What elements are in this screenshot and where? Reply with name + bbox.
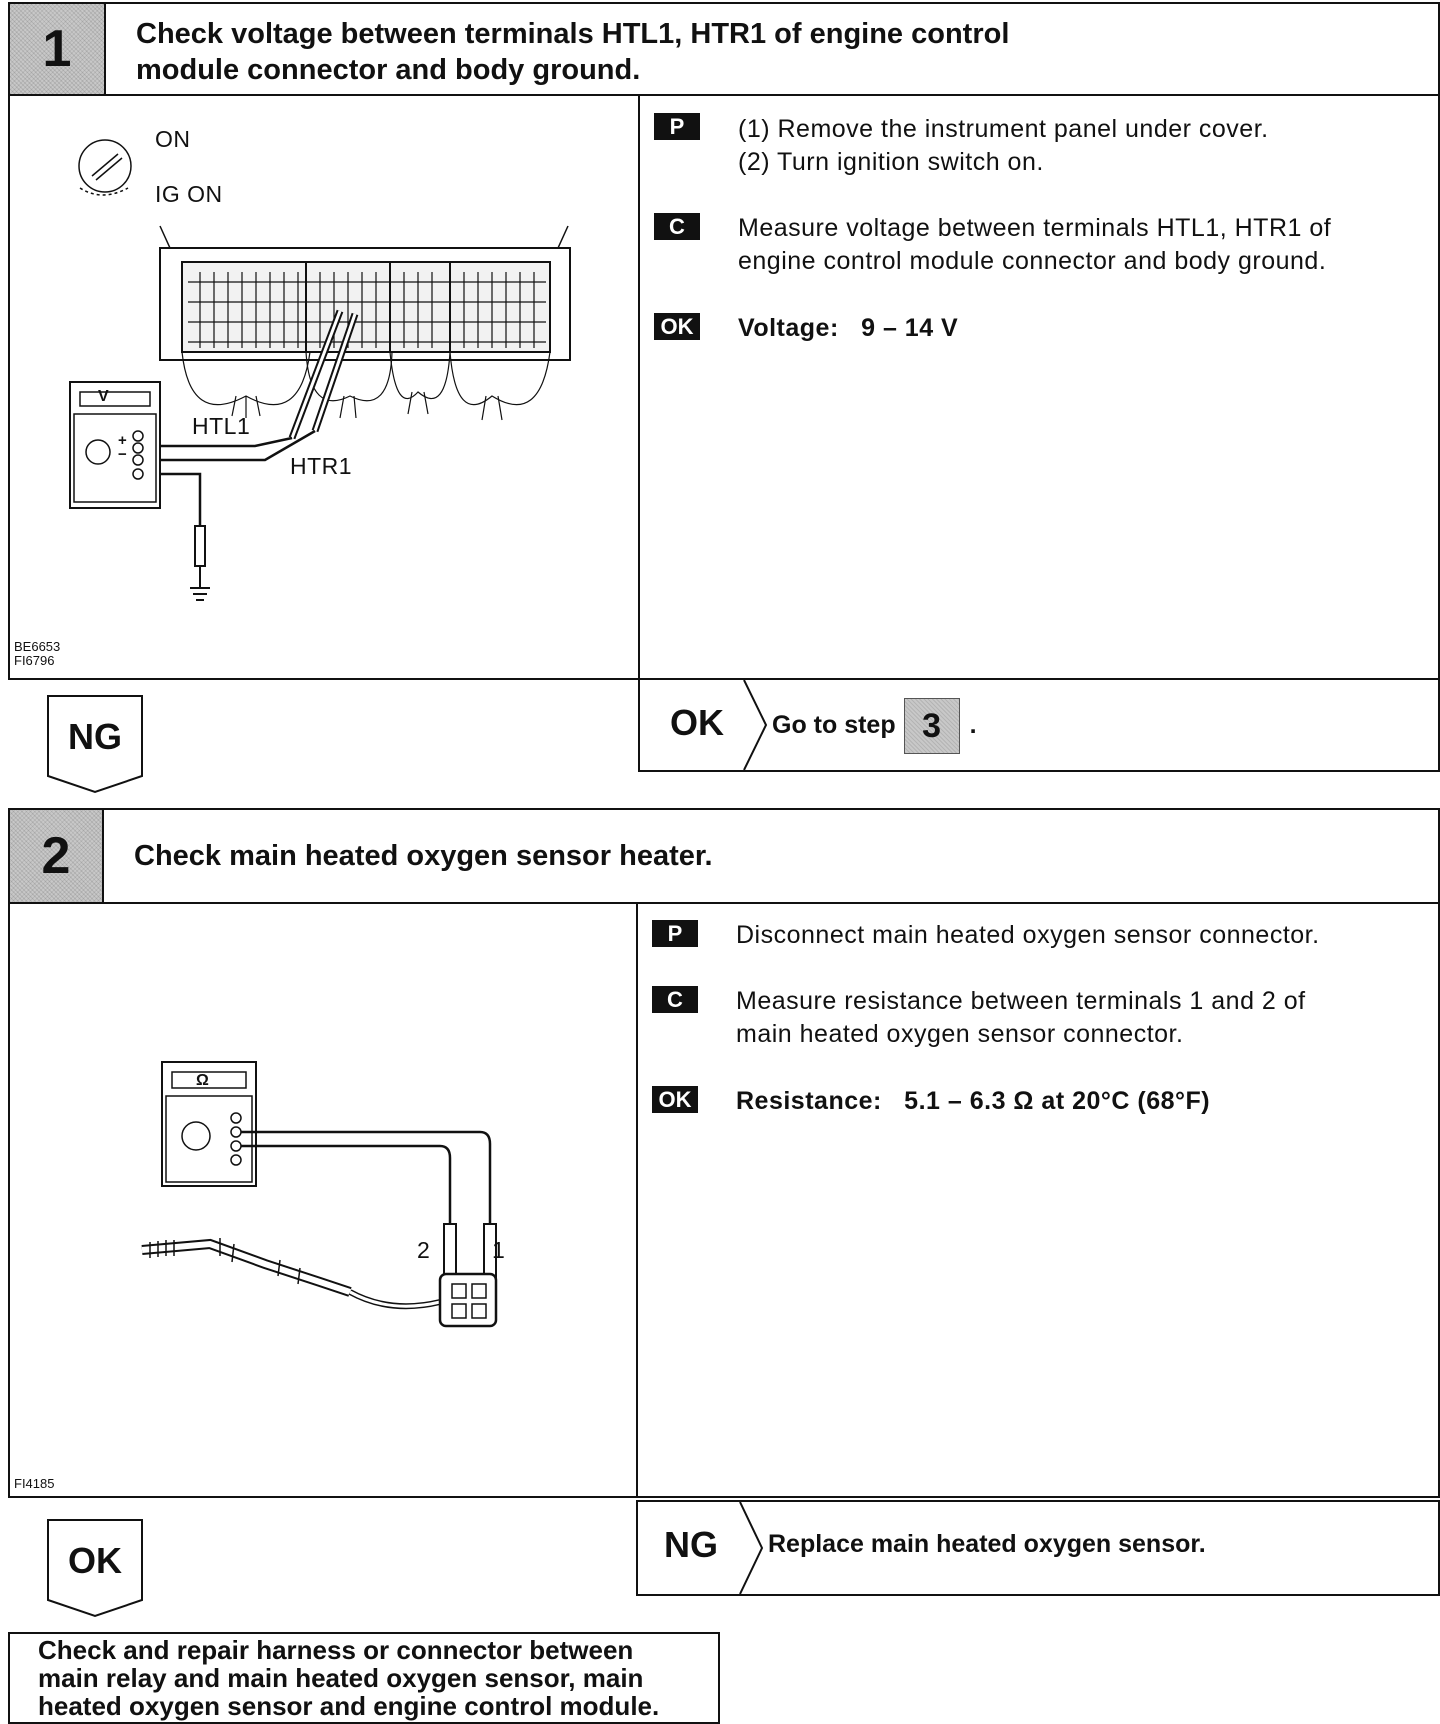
step2-ng-result: Replace main heated oxygen sensor. (768, 1530, 1206, 1558)
ng-chevron-icon (739, 1502, 764, 1594)
step2-header: 2 Check main heated oxygen sensor heater… (8, 808, 1440, 904)
step2-c-line1: Measure resistance between terminals 1 a… (736, 987, 1306, 1015)
step2-p-line1: Disconnect main heated oxygen sensor con… (736, 921, 1320, 949)
ohmmeter-symbol: Ω (196, 1072, 209, 1089)
figure-code-3: FI4185 (14, 1476, 55, 1491)
c-tag-2: C (652, 986, 698, 1013)
oxygen-sensor-icon (141, 1238, 498, 1328)
step1-ok-label: OK (670, 702, 724, 743)
terminal-1-label: 1 (492, 1237, 506, 1263)
step2-number: 2 (10, 810, 104, 902)
p-tag: P (654, 113, 700, 140)
c-tag: C (654, 213, 700, 240)
ok-tag: OK (654, 313, 700, 340)
step1-header: 1 Check voltage between terminals HTL1, … (8, 2, 1440, 96)
ignition-switch-icon (78, 139, 132, 196)
step2-wiring-figure (141, 1061, 498, 1328)
step1-title-line2: module connector and body ground. (136, 54, 641, 86)
voltmeter-symbol: V (98, 388, 109, 405)
switch-ig-on-label: IG ON (155, 181, 223, 207)
step1-title-line1: Check voltage between terminals HTL1, HT… (136, 18, 1010, 50)
step1-wiring-figure (69, 139, 571, 601)
ecm-connector-icon (159, 225, 571, 421)
step1-ok-spec: Voltage: 9 – 14 V (738, 314, 959, 342)
ok-arrow-icon (47, 1519, 143, 1618)
step1-body (8, 94, 1440, 680)
ng-arrow-icon (47, 695, 143, 794)
step1-ng-label: NG (68, 716, 122, 757)
step2-ok-spec: Resistance: 5.1 – 6.3 Ω at 20°C (68°F) (736, 1087, 1211, 1115)
step2-body (8, 902, 1440, 1498)
ok-chevron-icon (743, 680, 768, 770)
step2-ng-label: NG (664, 1524, 718, 1565)
go-to-step-text: Go to step (772, 711, 896, 739)
htr1-label: HTR1 (290, 453, 353, 479)
step-3-link[interactable]: 3 (903, 698, 960, 755)
voltmeter-icon (69, 381, 161, 509)
probe-leads (138, 309, 359, 601)
voltmeter-plus: + (118, 432, 127, 449)
final-action-box: Check and repair harness or connector be… (8, 1632, 720, 1724)
meter-leads (241, 1130, 492, 1224)
ok-tag-2: OK (652, 1086, 698, 1113)
voltmeter-minus: − (118, 446, 127, 463)
ohmmeter-icon (161, 1061, 257, 1187)
step1-p-line1: (1) Remove the instrument panel under co… (738, 115, 1269, 143)
probe-tips (443, 1223, 497, 1283)
step2-title: Check main heated oxygen sensor heater. (134, 840, 713, 872)
step1-c-line1: Measure voltage between terminals HTL1, … (738, 214, 1332, 242)
final-line3: heated oxygen sensor and engine control … (38, 1691, 660, 1721)
switch-on-label: ON (155, 126, 191, 152)
step1-p-line2: (2) Turn ignition switch on. (738, 148, 1044, 176)
step1-title: Check voltage between terminals HTL1, HT… (136, 16, 1009, 88)
final-line2: main relay and main heated oxygen sensor… (38, 1663, 644, 1693)
figure-code-1: BE6653 (14, 639, 61, 654)
step1-c-line2: engine control module connector and body… (738, 247, 1327, 275)
figure-code-2: FI6796 (14, 653, 55, 668)
terminal-2-label: 2 (417, 1237, 431, 1263)
htl1-label: HTL1 (192, 413, 251, 439)
step1-number: 1 (10, 4, 106, 94)
p-tag-2: P (652, 920, 698, 947)
step2-ng-result-box: NG Replace main heated oxygen sensor. (636, 1500, 1440, 1596)
step2-ok-label: OK (68, 1540, 122, 1581)
step2-c-line2: main heated oxygen sensor connector. (736, 1020, 1184, 1048)
go-to-step-period: . (969, 711, 977, 739)
final-line1: Check and repair harness or connector be… (38, 1635, 634, 1665)
